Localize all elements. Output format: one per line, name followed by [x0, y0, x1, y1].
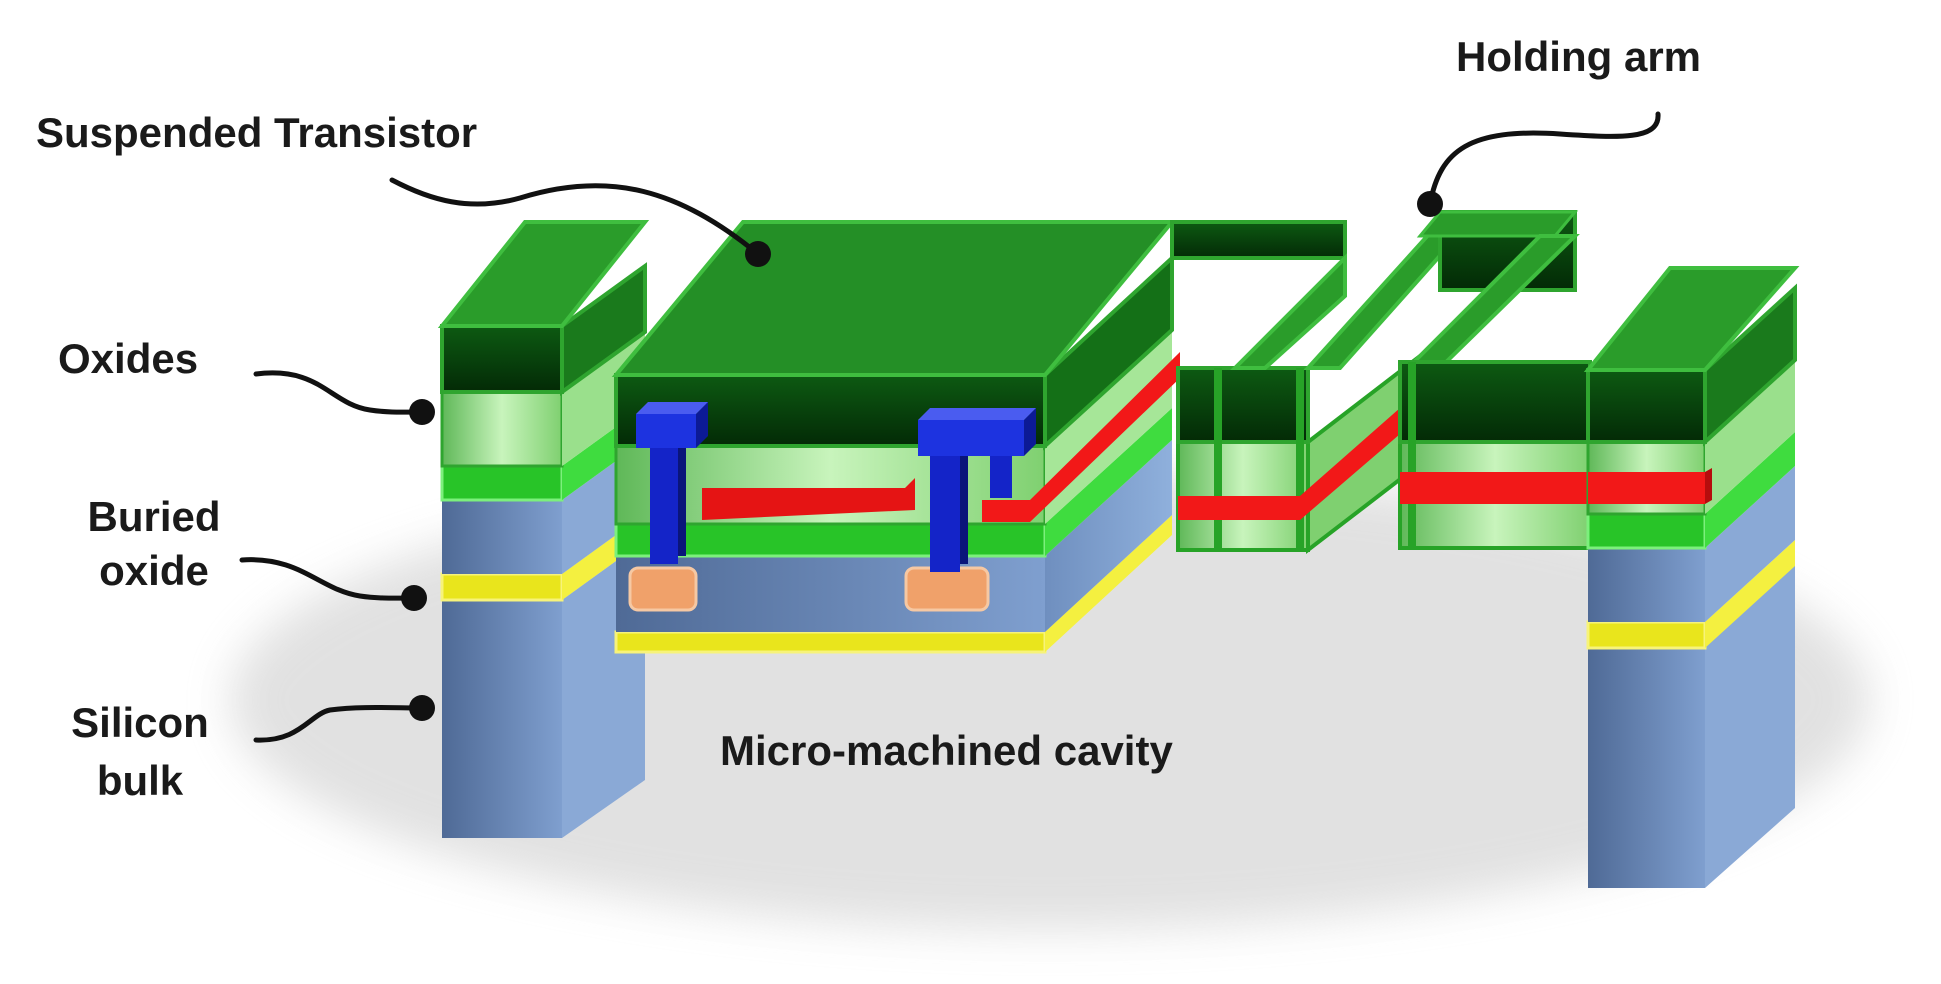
right-oxide-bright-front — [1586, 512, 1707, 550]
left-pillar — [437, 220, 650, 838]
via-left-stem — [650, 448, 678, 564]
dot-holding-arm — [1417, 191, 1443, 217]
right-silicon-bulk-front — [1588, 640, 1705, 888]
membrane-silicon-side — [1045, 440, 1172, 632]
dot-oxides — [409, 399, 435, 425]
leader-lines — [239, 111, 1661, 743]
right-oxide-dark-side — [1703, 283, 1797, 447]
via-right-cap-front — [918, 420, 1024, 456]
arm-diagonal-top — [1170, 220, 1347, 260]
left-oxide-dark-front — [440, 324, 564, 394]
via-right-stem — [930, 456, 960, 572]
label-buried-oxide-line1: Buried — [87, 493, 221, 540]
arm-polysilicon-line — [1178, 408, 1400, 520]
right-oxide-dark-front — [1586, 368, 1707, 444]
leader-oxides — [253, 370, 423, 415]
leader-holding-arm — [1427, 111, 1661, 207]
left-oxide-dark-side — [560, 262, 647, 396]
label-buried-oxide: Buried oxide — [54, 496, 254, 592]
polysilicon-gate — [702, 478, 915, 520]
metal-via-right — [918, 408, 1036, 572]
dot-silicon-bulk — [409, 695, 435, 721]
right-silicon-top-front — [1588, 548, 1705, 622]
membrane-oxide-bright-side — [1045, 408, 1172, 556]
label-cavity: Micro-machined cavity — [720, 727, 1173, 774]
left-silicon-top-front — [442, 500, 562, 574]
via-right-cap-side — [1024, 408, 1036, 456]
leader-buried-oxide — [239, 557, 417, 601]
right-silicon-top-side — [1705, 466, 1795, 622]
left-oxide-light-front — [440, 390, 564, 468]
holding-arm-structure — [1170, 210, 1592, 555]
via-right-cap-top — [918, 408, 1036, 420]
label-holding-arm: Holding arm — [1456, 33, 1702, 80]
left-buried-oxide-front — [440, 572, 564, 602]
drain-contact — [904, 566, 990, 612]
right-oxide-bright-side — [1705, 432, 1795, 548]
membrane-buried-oxide-front — [614, 630, 1047, 654]
dot-suspended-transistor — [745, 241, 771, 267]
left-oxide-bright-front — [440, 464, 564, 502]
right-pillar — [1583, 266, 1800, 888]
membrane-oxide-dark-side — [1043, 253, 1174, 451]
via-left-cap-front — [636, 414, 696, 448]
via-left-cap-side — [696, 402, 708, 448]
right-polysilicon-end — [1705, 468, 1712, 504]
leader-dots — [401, 191, 1443, 721]
polysilicon-runner — [982, 352, 1180, 522]
left-oxide-top — [437, 220, 650, 328]
right-buried-oxide-side — [1705, 540, 1795, 648]
via-right-branch — [990, 446, 1012, 498]
right-silicon-bulk-side — [1705, 560, 1795, 888]
label-oxides: Oxides — [58, 335, 199, 382]
arm-back-rail-top — [1416, 210, 1579, 238]
leader-silicon-bulk — [253, 705, 423, 743]
right-polysilicon — [1588, 472, 1705, 504]
via-right-stem-side — [960, 448, 968, 564]
arm-right-upper-front — [1398, 360, 1592, 444]
dot-buried-oxide — [401, 585, 427, 611]
membrane-buried-oxide-side — [1045, 515, 1172, 652]
label-silicon-bulk-line2: bulk — [96, 757, 184, 804]
arm-left-upper-front — [1176, 366, 1310, 444]
label-silicon-bulk-line1: Silicon — [71, 699, 209, 746]
left-silicon-bulk-front — [442, 600, 562, 838]
right-buried-oxide-front — [1586, 620, 1707, 650]
right-oxide-light-side — [1705, 360, 1795, 514]
arm-diagonal-bar-1 — [1230, 253, 1347, 370]
via-left-stem-side — [678, 440, 686, 556]
leader-suspended-transistor — [389, 177, 761, 257]
right-oxide-top — [1583, 266, 1800, 372]
source-contact — [628, 566, 698, 612]
label-silicon-bulk: Silicon bulk — [40, 702, 240, 802]
label-buried-oxide-line2: oxide — [99, 547, 209, 594]
via-left-cap-top — [636, 402, 708, 414]
metal-via-left — [636, 402, 708, 564]
label-suspended-transistor: Suspended Transistor — [36, 109, 478, 156]
arm-right-polysilicon — [1400, 472, 1590, 504]
